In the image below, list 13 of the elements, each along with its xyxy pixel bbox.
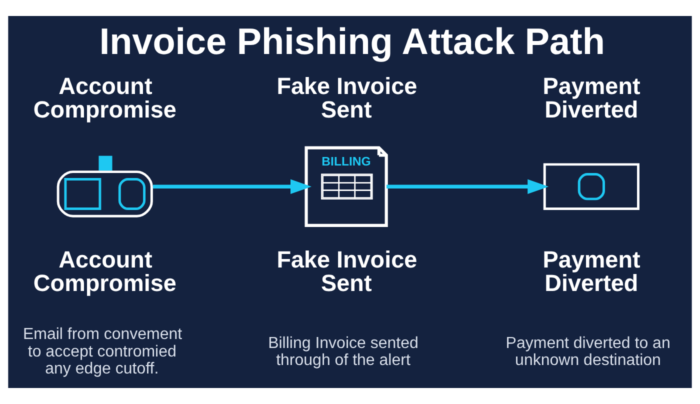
node-label: Account Compromise [33, 246, 176, 296]
arrow [386, 179, 549, 194]
arrow [152, 179, 312, 194]
node-label: Fake Invoice Sent [276, 72, 418, 122]
node-label: Fake Invoice Sent [276, 246, 418, 296]
node-label: Account Compromise [33, 72, 176, 122]
node-label: Payment Diverted [542, 246, 640, 296]
node-label: Payment diverted to an unknown destination [506, 334, 670, 370]
node-label: Billing Invoice sented through of the alert [268, 334, 418, 370]
node-label: Payment Diverted [542, 72, 640, 122]
node-label: Email from convement to accept contromied any edge cutoff. [22, 326, 182, 378]
diagram-title: Invoice Phishing Attack Path [99, 21, 605, 62]
node-picture [543, 163, 640, 210]
